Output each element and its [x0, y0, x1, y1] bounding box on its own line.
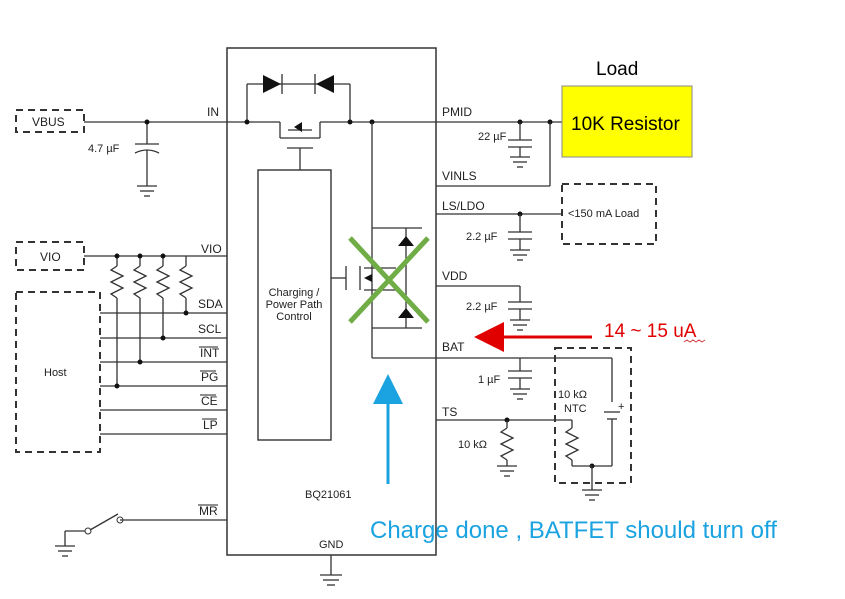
ldo-load-box [561, 183, 657, 245]
block-label-line3: Control [276, 311, 311, 323]
diode-right [316, 75, 334, 93]
battery-pack-box [554, 347, 632, 484]
host-label: Host [44, 367, 67, 379]
ts-pin-label: TS [442, 405, 457, 419]
vio-label: VIO [40, 250, 61, 264]
sda-pin-label: SDA [198, 297, 223, 311]
ts-resistor-label: 10 kΩ [458, 439, 487, 451]
in-pin-label: IN [207, 105, 219, 119]
ntc-value-label: 10 kΩ [558, 389, 587, 401]
ntc-label: NTC [564, 403, 587, 415]
int-pin-label: INT [200, 346, 220, 360]
current-label: 14 ~ 15 uA [604, 321, 697, 342]
vio-pin-label: VIO [201, 242, 222, 256]
lp-pin-label: LP [203, 418, 218, 432]
svg-text:+: + [618, 401, 624, 413]
bat-pin-label: BAT [442, 340, 465, 354]
vdd-pin-label: VDD [442, 269, 468, 283]
vinls-pin-label: VINLS [442, 169, 477, 183]
block-label-line2: Power Path [266, 299, 323, 311]
diode-left [263, 75, 281, 93]
gnd-pin-label: GND [319, 539, 344, 551]
load-resistor-label: 10K Resistor [571, 114, 680, 135]
chip-name: BQ21061 [305, 489, 351, 501]
ldo-load-label: <150 mA Load [568, 208, 639, 220]
charging-control-block [257, 169, 332, 441]
vdd-cap-label: 2.2 µF [466, 301, 498, 313]
host-box [15, 291, 101, 453]
bat-cap-label: 1 µF [478, 374, 501, 386]
pg-pin-label: PG [201, 370, 218, 384]
scl-pin-label: SCL [198, 322, 222, 336]
batfet-cross-line-2 [348, 236, 430, 324]
ldo-cap-label: 2.2 µF [466, 231, 498, 243]
vbus-label: VBUS [32, 115, 65, 129]
load-title: Load [596, 59, 638, 80]
pmid-pin-label: PMID [442, 105, 472, 119]
load-resistor-box [561, 85, 693, 158]
pmid-cap-label: 22 µF [478, 131, 507, 143]
mr-pin-label: MR [199, 504, 218, 518]
charge-done-note: Charge done , BATFET should turn off [370, 517, 777, 544]
pullup-resistors [109, 253, 194, 386]
ls-ldo-pin-label: LS/LDO [442, 199, 485, 213]
ce-pin-label: CE [201, 394, 218, 408]
vbus-cap-label: 4.7 µF [88, 143, 120, 155]
block-label-line1: Charging / [269, 287, 321, 299]
vbus-box [15, 109, 85, 133]
